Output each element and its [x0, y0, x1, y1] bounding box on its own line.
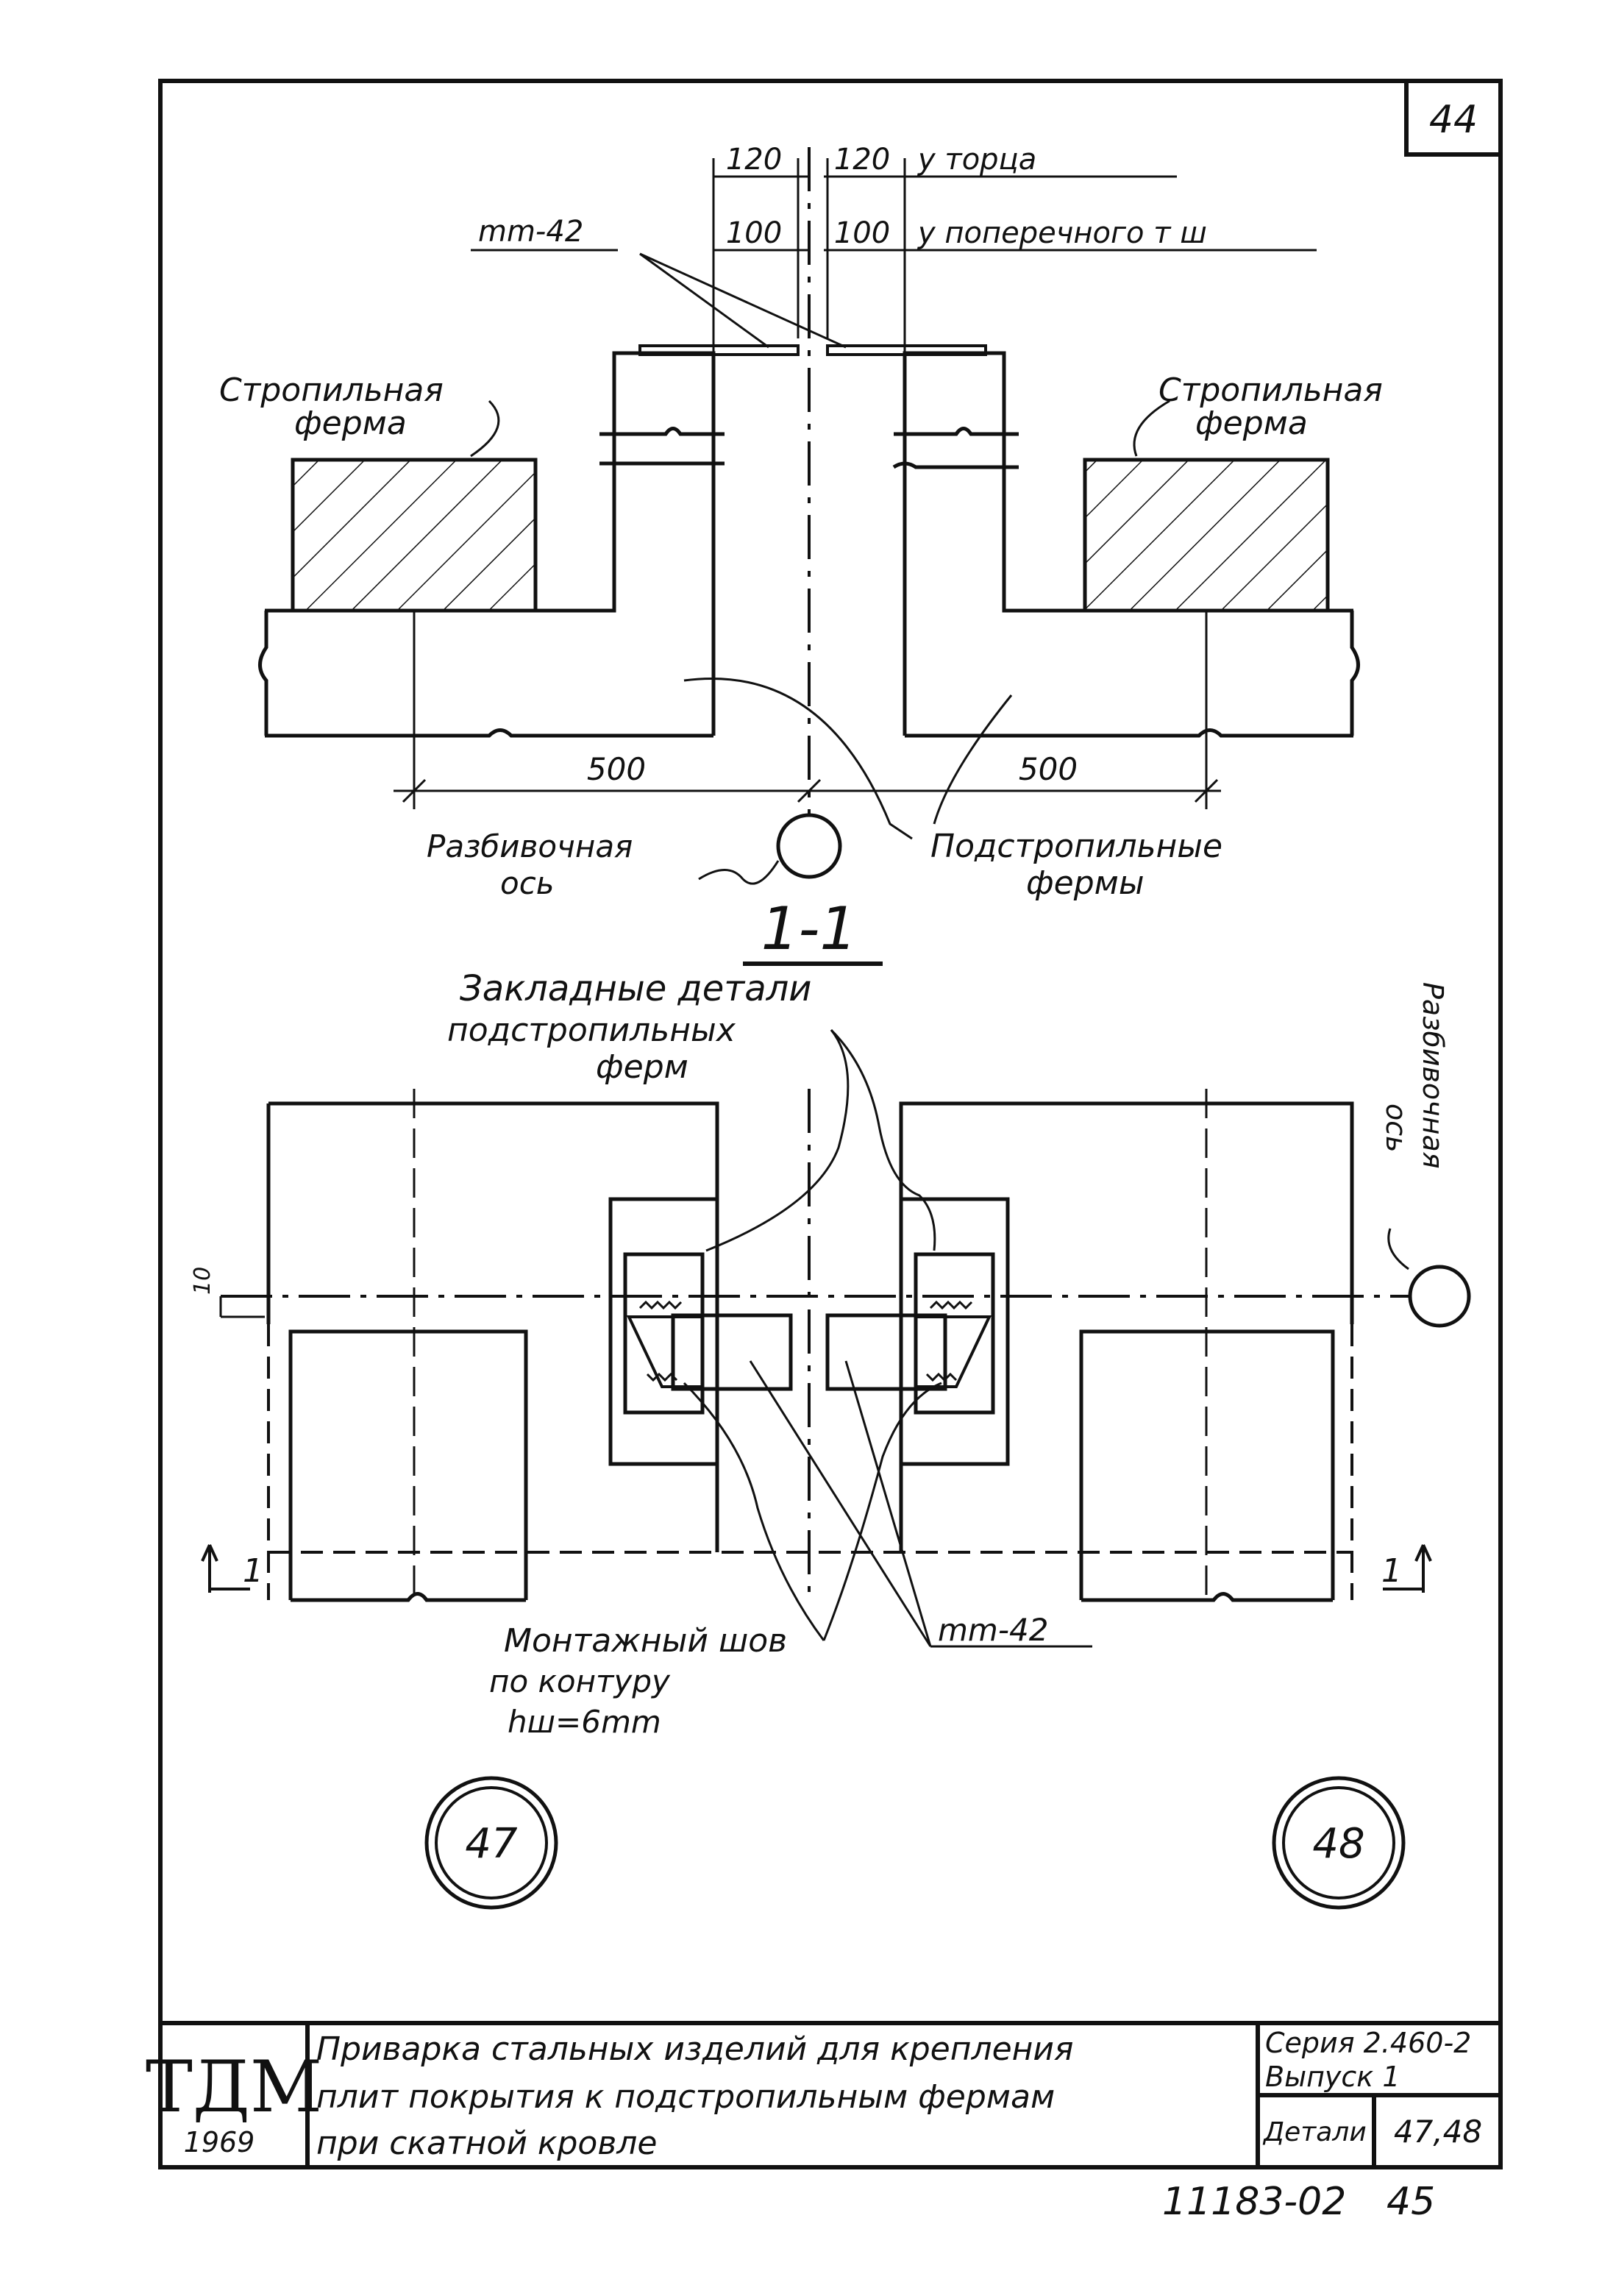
embedded-label-2: подстропильных — [447, 1012, 736, 1049]
axis-label-1: Разбивочная — [427, 828, 633, 864]
title-issue: Выпуск 1 — [1265, 2061, 1400, 2093]
sheet-number-box: 44 — [1404, 79, 1503, 157]
title-logo: ТДМ — [146, 2046, 322, 2128]
title-line-3: при скатной кровле — [316, 2125, 657, 2162]
dim-120-left: 120 — [726, 143, 782, 177]
title-line-1: Приварка стальных изделий для крепления — [316, 2030, 1074, 2068]
title-detail-value: 47,48 — [1394, 2114, 1482, 2150]
panel-left — [288, 1329, 528, 1600]
subtruss-label-2: фермы — [1026, 864, 1145, 902]
section-view — [201, 1028, 1471, 1910]
title-line-2: плит покрытия к подстропильным фермам — [316, 2078, 1055, 2116]
cut-mark-right — [1383, 1544, 1432, 1593]
detail-48-circle-inner — [1282, 1786, 1395, 1899]
cut-mark-left — [201, 1544, 250, 1593]
plate-section-right — [825, 1313, 947, 1391]
dim-500-right: 500 — [1019, 751, 1078, 787]
truss-left-label-2: ферма — [294, 405, 407, 442]
weld-label-1: Монтажный шов — [504, 1622, 787, 1660]
axis-vertical-label-2: ось — [1380, 1103, 1412, 1153]
slab-right — [899, 1101, 1354, 1324]
plate-top-right — [826, 344, 987, 356]
truss-left — [291, 458, 538, 613]
axis-label-2: ось — [500, 865, 555, 901]
cut-label-left: 1 — [243, 1552, 263, 1590]
embedded-label-3: ферм — [596, 1048, 688, 1086]
embedded-label-1: Закладные детали — [460, 968, 812, 1009]
label-at-cross-joint: у поперечного т ш — [917, 216, 1207, 250]
cut-label-right: 1 — [1381, 1552, 1402, 1590]
dim-120-right: 120 — [834, 143, 890, 177]
axis-bubble-top — [776, 813, 842, 879]
dim-100-right: 100 — [834, 216, 890, 250]
sheet-number: 44 — [1429, 98, 1478, 142]
sheet-frame — [158, 79, 1503, 2169]
footer-page: 45 — [1387, 2180, 1435, 2224]
section-label: 1-1 — [761, 895, 858, 963]
truss-right — [1083, 458, 1330, 613]
plate-top-left — [638, 344, 800, 356]
title-detail-label: Детали — [1262, 2117, 1367, 2147]
detail-47: 47 — [465, 1820, 518, 1868]
truss-left-label-1: Стропильная — [219, 372, 444, 409]
plate-section-left — [671, 1313, 793, 1391]
detail-47-circle-inner — [435, 1786, 548, 1899]
detail-47-circle — [424, 1776, 558, 1910]
truss-right-label-1: Стропильная — [1158, 372, 1383, 409]
title-year: 1969 — [184, 2126, 255, 2158]
top-view — [258, 147, 1360, 885]
slab-left — [268, 1101, 719, 1199]
title-block — [160, 2021, 1501, 2167]
axis-vertical-label-1: Разбивочная — [1417, 982, 1449, 1169]
embedded-outer-left — [608, 1197, 719, 1466]
plate-label-section: mm-42 — [938, 1612, 1048, 1648]
embedded-outer-right — [899, 1197, 1010, 1466]
label-at-end: у торца — [917, 143, 1036, 177]
weld-label-3: hш=6mm — [508, 1704, 661, 1740]
subtruss-label-1: Подстропильные — [930, 828, 1222, 865]
dim-100-left: 100 — [726, 216, 782, 250]
dim-500-left: 500 — [587, 751, 646, 787]
footer-code: 11183-02 — [1162, 2180, 1346, 2224]
detail-48: 48 — [1312, 1820, 1364, 1868]
weld-label-2: по контуру — [489, 1663, 671, 1699]
axis-bubble-section — [1408, 1265, 1471, 1328]
truss-right-label-2: ферма — [1195, 405, 1308, 442]
title-series: Серия 2.460-2 — [1265, 2027, 1471, 2059]
detail-48-circle — [1272, 1776, 1406, 1910]
dim-10: 10 — [190, 1267, 216, 1295]
plate-label-top: mm-42 — [478, 215, 583, 249]
